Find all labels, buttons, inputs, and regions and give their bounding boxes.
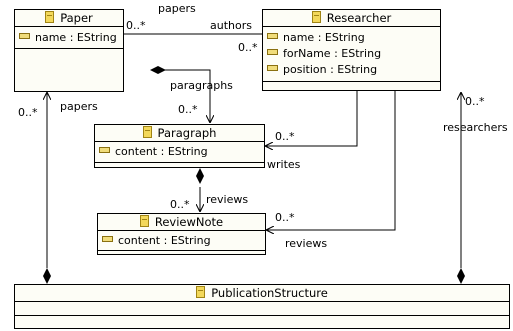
- label-writes-mult: 0..*: [275, 130, 295, 143]
- assoc-researcher-reviews[interactable]: [266, 91, 396, 230]
- label-reviews-left: reviews: [206, 193, 249, 206]
- class-name: PublicationStructure: [211, 286, 328, 300]
- label-paper-mult-top: 0..*: [126, 19, 146, 32]
- class-icon: [142, 126, 152, 138]
- class-icon: [45, 11, 55, 23]
- label-researcher-mult-left: 0..*: [238, 41, 258, 54]
- attribute-icon: [102, 236, 113, 242]
- class-icon: [139, 215, 149, 227]
- comp-paper-paragraphs[interactable]: [158, 69, 210, 123]
- class-publicationstructure[interactable]: PublicationStructure: [14, 284, 510, 329]
- label-reviews-mult: 0..*: [170, 198, 190, 211]
- paper-paragraphs-diamond-icon: [150, 66, 166, 74]
- label-writes: writes: [267, 158, 301, 171]
- class-paper[interactable]: Paper name : EString: [14, 9, 124, 92]
- attribute[interactable]: content : EString: [98, 233, 265, 249]
- attributes-section: [15, 302, 509, 316]
- attribute[interactable]: name : EString: [263, 30, 440, 46]
- attribute[interactable]: position : EString: [263, 62, 440, 78]
- label-paragraphs: paragraphs: [170, 79, 233, 92]
- attributes-section: content : EString: [98, 231, 265, 251]
- attribute[interactable]: forName : EString: [263, 46, 440, 62]
- label-authors: authors: [210, 19, 252, 32]
- class-reviewnote[interactable]: ReviewNote content : EString: [97, 213, 266, 255]
- class-icon: [196, 286, 206, 298]
- class-header: ReviewNote: [98, 214, 265, 231]
- attribute-icon: [19, 33, 30, 39]
- class-header: Paragraph: [95, 125, 264, 142]
- label-papers-top: papers: [158, 2, 196, 15]
- label-reviews-right: reviews: [285, 237, 328, 250]
- class-name: Researcher: [326, 11, 392, 25]
- attribute-icon: [267, 49, 278, 55]
- label-reviewnote-mult-right: 0..*: [275, 211, 295, 224]
- label-researchers: researchers: [443, 121, 508, 134]
- class-name: ReviewNote: [154, 215, 224, 229]
- attributes-section: name : EString: [15, 27, 123, 49]
- attribute[interactable]: name : EString: [15, 30, 123, 46]
- ps-papers-diamond-icon: [43, 268, 51, 284]
- label-paragraphs-mult: 0..*: [178, 103, 198, 116]
- class-header: Paper: [15, 10, 123, 27]
- class-name: Paper: [60, 11, 93, 25]
- attributes-section: name : EString forName : EString positio…: [263, 27, 440, 82]
- attribute-icon: [99, 147, 110, 153]
- attribute-icon: [267, 33, 278, 39]
- class-paragraph[interactable]: Paragraph content : EString: [94, 124, 265, 168]
- label-ps-papers-mult: 0..*: [18, 106, 38, 119]
- ps-researchers-diamond-icon: [457, 268, 465, 284]
- label-ps-papers: papers: [60, 100, 98, 113]
- class-name: Paragraph: [157, 126, 217, 140]
- class-researcher[interactable]: Researcher name : EString forName : EStr…: [262, 9, 441, 91]
- class-header: Researcher: [263, 10, 440, 27]
- label-researchers-mult: 0..*: [465, 95, 485, 108]
- class-header: PublicationStructure: [15, 285, 509, 302]
- assoc-researcher-writes[interactable]: [265, 91, 358, 146]
- paragraph-reviews-diamond-icon: [196, 168, 204, 184]
- attribute-icon: [267, 65, 278, 71]
- attributes-section: content : EString: [95, 142, 264, 163]
- attribute[interactable]: content : EString: [95, 144, 264, 160]
- class-icon: [311, 11, 321, 23]
